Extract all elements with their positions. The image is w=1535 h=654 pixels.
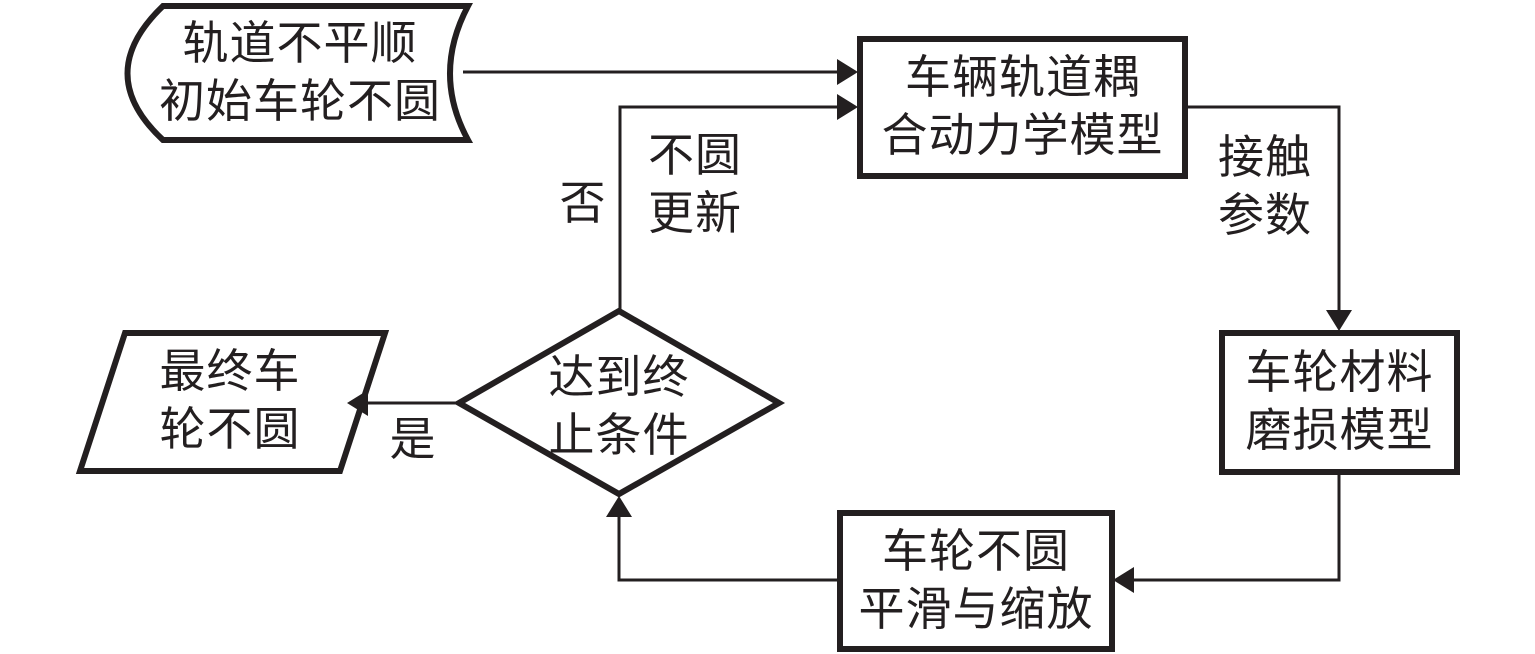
smoothing-line-1: 车轮不圆 [882, 524, 1070, 578]
decision-diamond[interactable] [452, 307, 786, 498]
edge-decision-to-dynamics [618, 105, 842, 311]
smoothing-box[interactable] [837, 510, 1115, 652]
input-node-shape[interactable] [124, 2, 474, 143]
output-label: 最终车 轮不圆 [130, 342, 330, 458]
output-parallelogram[interactable] [75, 330, 390, 474]
arrowhead-input-to-dynamics [837, 59, 858, 85]
smoothing-label: 车轮不圆 平滑与缩放 [840, 522, 1112, 638]
update-line-2: 更新 [648, 186, 742, 240]
decision-line-2: 止条件 [548, 408, 690, 462]
smoothing-line-2: 平滑与缩放 [858, 582, 1094, 636]
dynamics-model-label: 车辆轨道耦 合动力学模型 [860, 48, 1185, 164]
arrowhead-decision-to-output [347, 390, 368, 416]
arrowhead-wear-to-smoothing [1113, 567, 1134, 593]
arrowhead-smoothing-to-decision [606, 496, 632, 517]
wear-line-2: 磨损模型 [1245, 403, 1434, 457]
yes-label: 是 [389, 412, 437, 466]
edge-wear-to-smoothing [1130, 474, 1341, 582]
wear-line-1: 车轮材料 [1245, 345, 1434, 399]
dynamics-line-1: 车辆轨道耦 [905, 50, 1140, 104]
output-line-1: 最终车 [159, 344, 301, 398]
arrowhead-dynamics-to-wear [1326, 310, 1352, 331]
input-line-2: 初始车轮不圆 [159, 74, 441, 128]
decision-line-1: 达到终 [548, 350, 690, 404]
arrowhead-update-to-dynamics [837, 94, 858, 120]
output-line-2: 轮不圆 [159, 402, 301, 456]
input-line-1: 轨道不平顺 [182, 16, 418, 70]
contact-line-2: 参数 [1218, 188, 1312, 242]
edge-dynamics-to-wear [1187, 105, 1341, 314]
wear-model-box[interactable] [1219, 330, 1460, 475]
contact-params-label: 接触 参数 [1205, 128, 1325, 244]
edge-smoothing-to-decision [617, 513, 838, 582]
update-line-1: 不圆 [648, 128, 742, 182]
dynamics-line-2: 合动力学模型 [881, 108, 1164, 162]
no-label: 否 [559, 176, 607, 230]
input-node-label: 轨道不平顺 初始车轮不圆 [140, 14, 460, 130]
contact-line-1: 接触 [1218, 130, 1312, 184]
dynamics-model-box[interactable] [857, 36, 1188, 179]
decision-label: 达到终 止条件 [519, 348, 719, 464]
update-label: 不圆 更新 [635, 126, 755, 242]
wear-model-label: 车轮材料 磨损模型 [1222, 343, 1457, 459]
